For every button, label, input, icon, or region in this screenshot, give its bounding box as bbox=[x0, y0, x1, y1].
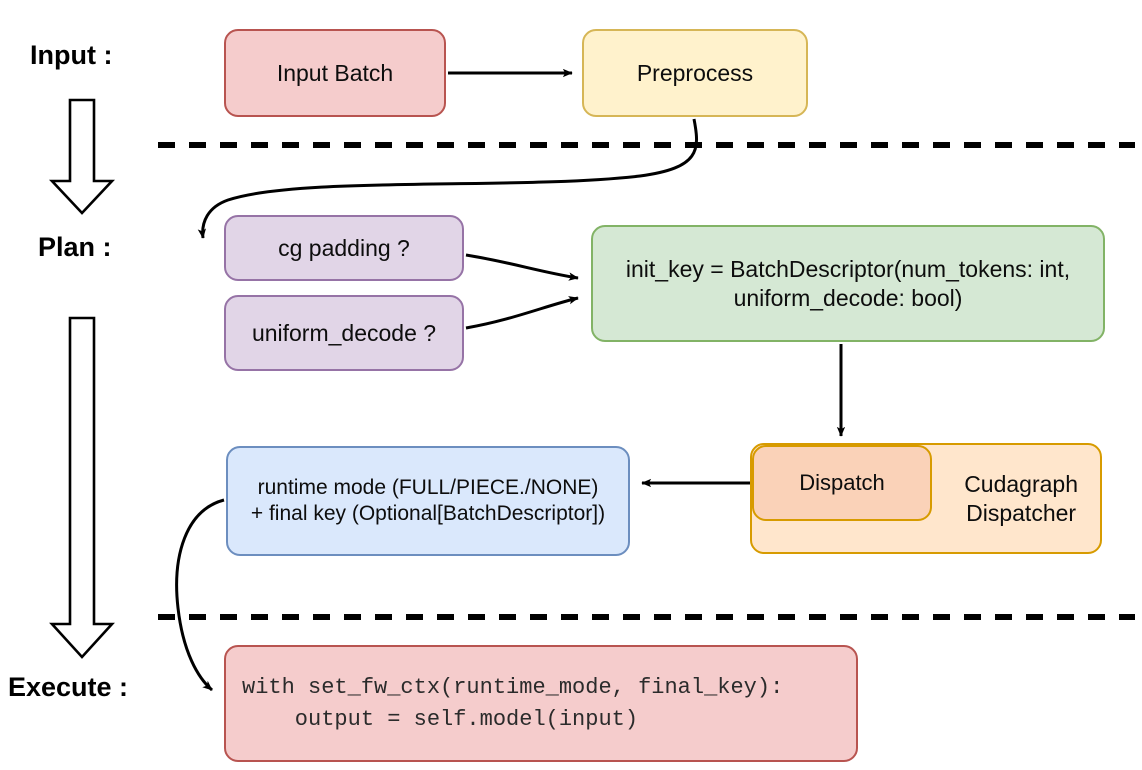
node-runtime-mode-label: runtime mode (FULL/PIECE./NONE) + final … bbox=[250, 475, 606, 525]
stage-label-execute: Execute : bbox=[8, 672, 129, 702]
node-preprocess[interactable]: Preprocess bbox=[582, 29, 808, 117]
node-preprocess-label: Preprocess bbox=[636, 59, 754, 86]
node-init-key[interactable]: init_key = BatchDescriptor(num_tokens: i… bbox=[591, 225, 1105, 342]
node-init-key-label: init_key = BatchDescriptor(num_tokens: i… bbox=[625, 255, 1071, 311]
node-dispatch-label: Dispatch bbox=[799, 470, 885, 496]
input-to-plan-arrow bbox=[48, 98, 116, 215]
runtime-mode-to-execute-code bbox=[175, 498, 225, 692]
stage-label-plan: Plan : bbox=[38, 232, 112, 262]
node-cudagraph-dispatcher-label: Cudagraph Dispatcher bbox=[964, 470, 1078, 526]
uniform-decode-to-init-key bbox=[465, 296, 579, 330]
node-uniform-decode[interactable]: uniform_decode ? bbox=[224, 295, 464, 371]
node-dispatch[interactable]: Dispatch bbox=[752, 445, 932, 521]
node-input-batch-label: Input Batch bbox=[276, 59, 394, 86]
cg-padding-to-init-key bbox=[465, 253, 579, 281]
plan-to-execute-arrow bbox=[49, 316, 115, 659]
node-cg-padding[interactable]: cg padding ? bbox=[224, 215, 464, 281]
node-uniform-decode-label: uniform_decode ? bbox=[251, 319, 437, 346]
node-cg-padding-label: cg padding ? bbox=[278, 234, 410, 261]
node-execute-code-label: with set_fw_ctx(runtime_mode, final_key)… bbox=[242, 674, 784, 732]
node-input-batch[interactable]: Input Batch bbox=[224, 29, 446, 117]
stage-label-input: Input : bbox=[30, 40, 113, 70]
node-runtime-mode[interactable]: runtime mode (FULL/PIECE./NONE) + final … bbox=[226, 446, 630, 556]
node-execute-code[interactable]: with set_fw_ctx(runtime_mode, final_key)… bbox=[224, 645, 858, 762]
